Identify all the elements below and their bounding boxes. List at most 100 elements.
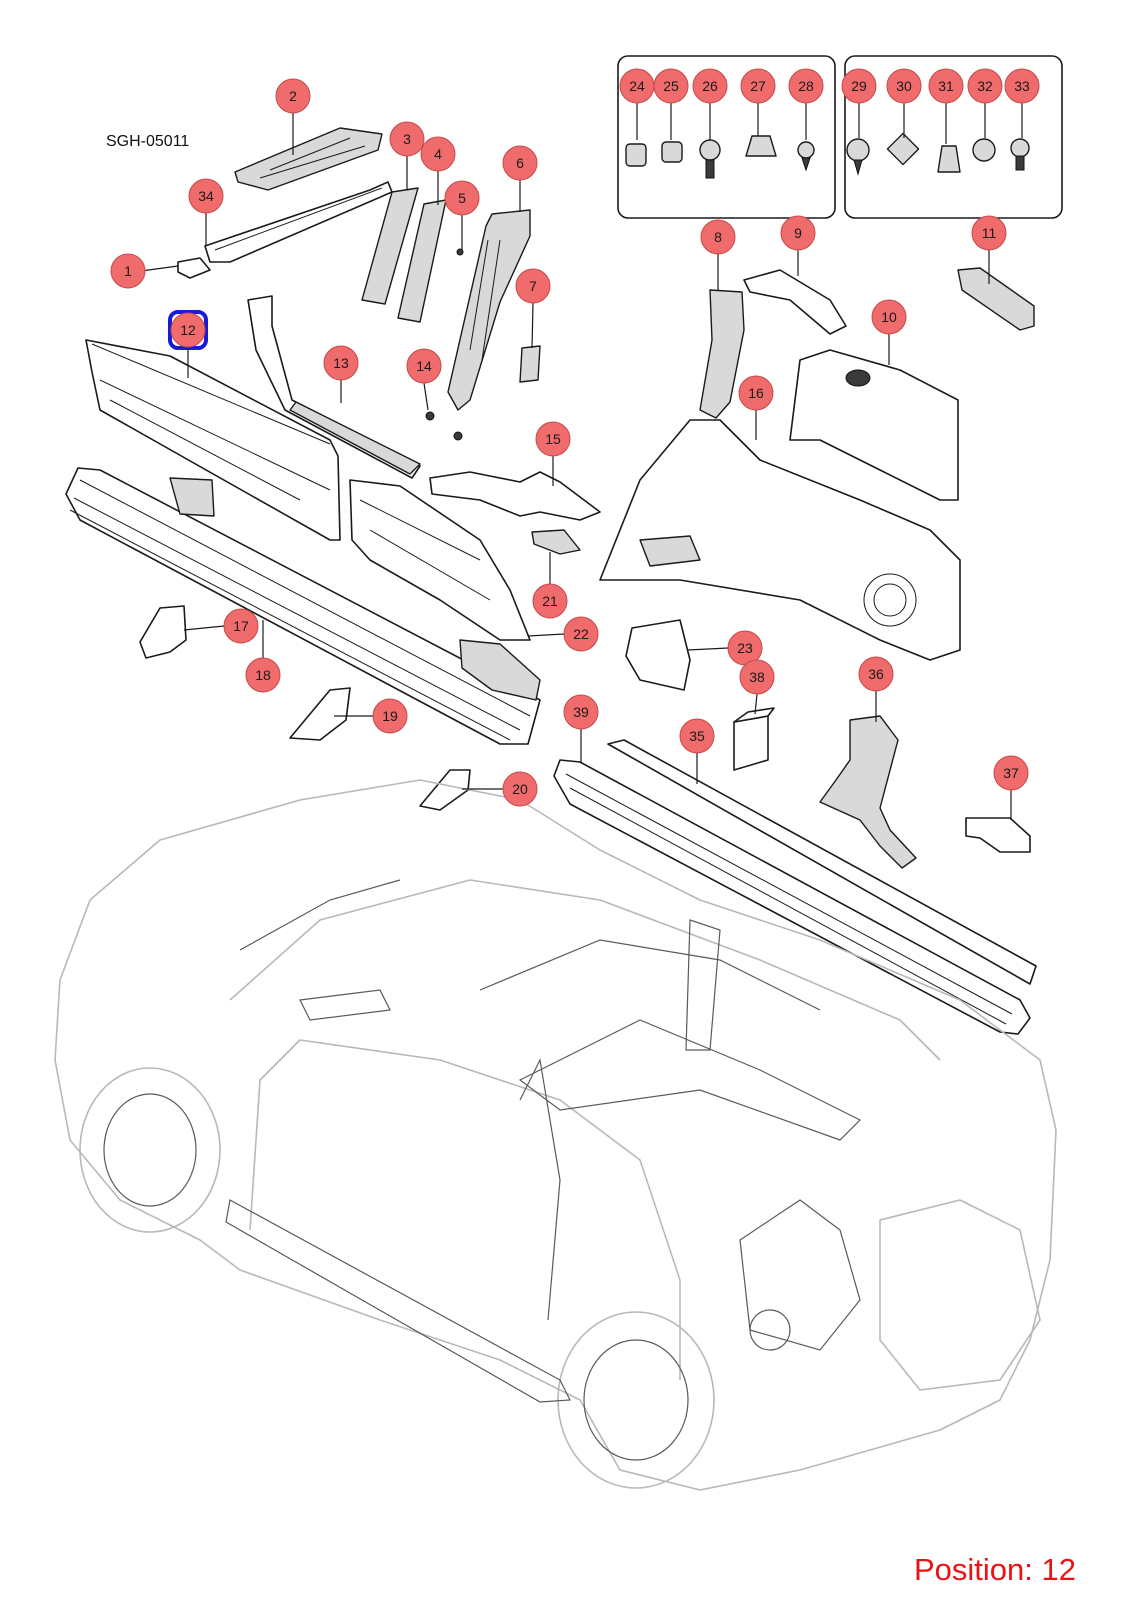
callout-number: 9 bbox=[794, 225, 802, 241]
callout-number: 25 bbox=[663, 78, 679, 94]
callout-3[interactable]: 3 bbox=[389, 121, 425, 157]
selected-callout-highlight bbox=[168, 310, 208, 350]
callout-35[interactable]: 35 bbox=[679, 718, 715, 754]
callout-4[interactable]: 4 bbox=[420, 136, 456, 172]
callout-10[interactable]: 10 bbox=[871, 299, 907, 335]
callout-37[interactable]: 37 bbox=[993, 755, 1029, 791]
callout-number: 36 bbox=[868, 666, 884, 682]
fastener-box-left bbox=[617, 55, 836, 219]
callout-number: 31 bbox=[938, 78, 954, 94]
callout-circle bbox=[515, 268, 551, 304]
leader-lines bbox=[140, 103, 1023, 820]
callout-1[interactable]: 1 bbox=[110, 253, 146, 289]
callout-number: 11 bbox=[982, 225, 997, 241]
callout-number: 33 bbox=[1014, 78, 1030, 94]
callout-number: 10 bbox=[881, 309, 897, 325]
callout-circle bbox=[532, 583, 568, 619]
callout-18[interactable]: 18 bbox=[245, 657, 281, 693]
callout-number: 32 bbox=[977, 78, 993, 94]
callout-circle bbox=[275, 78, 311, 114]
callout-12[interactable]: 12 bbox=[168, 310, 208, 350]
callout-29[interactable]: 29 bbox=[841, 68, 877, 104]
callout-circle bbox=[788, 68, 824, 104]
callout-number: 13 bbox=[333, 355, 349, 371]
callout-30[interactable]: 30 bbox=[886, 68, 922, 104]
callout-7[interactable]: 7 bbox=[515, 268, 551, 304]
callout-22[interactable]: 22 bbox=[563, 616, 599, 652]
callout-38[interactable]: 38 bbox=[739, 659, 775, 695]
callout-39[interactable]: 39 bbox=[563, 694, 599, 730]
callout-circle bbox=[110, 253, 146, 289]
callout-21[interactable]: 21 bbox=[532, 583, 568, 619]
callout-26[interactable]: 26 bbox=[692, 68, 728, 104]
callout-number: 26 bbox=[702, 78, 718, 94]
callout-13[interactable]: 13 bbox=[323, 345, 359, 381]
callout-circle bbox=[679, 718, 715, 754]
callout-number: 34 bbox=[198, 188, 214, 204]
position-label: Position: 12 bbox=[914, 1552, 1076, 1587]
callout-circle bbox=[444, 180, 480, 216]
callout-20[interactable]: 20 bbox=[502, 771, 538, 807]
callout-32[interactable]: 32 bbox=[967, 68, 1003, 104]
callout-circle bbox=[971, 215, 1007, 251]
callout-number: 23 bbox=[737, 640, 753, 656]
callout-circle bbox=[170, 312, 206, 348]
callout-15[interactable]: 15 bbox=[535, 421, 571, 457]
callout-circle bbox=[563, 694, 599, 730]
callout-number: 4 bbox=[434, 146, 442, 162]
callout-circle bbox=[886, 68, 922, 104]
callout-circle bbox=[700, 219, 736, 255]
callout-34[interactable]: 34 bbox=[188, 178, 224, 214]
callout-number: 7 bbox=[529, 278, 537, 294]
callout-11[interactable]: 11 bbox=[971, 215, 1007, 251]
callout-number: 22 bbox=[573, 626, 589, 642]
callout-number: 14 bbox=[416, 358, 432, 374]
callout-31[interactable]: 31 bbox=[928, 68, 964, 104]
callout-circle bbox=[653, 68, 689, 104]
callout-14[interactable]: 14 bbox=[406, 348, 442, 384]
callout-circle bbox=[502, 771, 538, 807]
callout-circle bbox=[871, 299, 907, 335]
diagram-code: SGH-05011 bbox=[106, 133, 189, 150]
callout-number: 28 bbox=[798, 78, 814, 94]
callout-number: 19 bbox=[382, 708, 398, 724]
callout-circle bbox=[780, 215, 816, 251]
callout-8[interactable]: 8 bbox=[700, 219, 736, 255]
callout-6[interactable]: 6 bbox=[502, 145, 538, 181]
callout-number: 2 bbox=[289, 88, 297, 104]
callout-number: 8 bbox=[714, 229, 722, 245]
callout-circle bbox=[738, 375, 774, 411]
callout-number: 30 bbox=[896, 78, 912, 94]
callout-28[interactable]: 28 bbox=[788, 68, 824, 104]
part-drawings bbox=[65, 127, 1037, 1035]
callout-circle bbox=[188, 178, 224, 214]
callout-36[interactable]: 36 bbox=[858, 656, 894, 692]
callout-24[interactable]: 24 bbox=[619, 68, 655, 104]
callout-2[interactable]: 2 bbox=[275, 78, 311, 114]
callout-circle bbox=[841, 68, 877, 104]
callout-circle bbox=[967, 68, 1003, 104]
callout-circle bbox=[389, 121, 425, 157]
callout-25[interactable]: 25 bbox=[653, 68, 689, 104]
callout-19[interactable]: 19 bbox=[372, 698, 408, 734]
callout-number: 16 bbox=[748, 385, 764, 401]
callout-circle bbox=[993, 755, 1029, 791]
callout-27[interactable]: 27 bbox=[740, 68, 776, 104]
callout-circle bbox=[563, 616, 599, 652]
callout-circle bbox=[420, 136, 456, 172]
callout-number: 15 bbox=[545, 431, 561, 447]
callout-number: 38 bbox=[749, 669, 765, 685]
callout-17[interactable]: 17 bbox=[223, 608, 259, 644]
callout-number: 18 bbox=[255, 667, 271, 683]
callout-number: 39 bbox=[573, 704, 589, 720]
callout-circle bbox=[372, 698, 408, 734]
callout-circle bbox=[1004, 68, 1040, 104]
callout-number: 35 bbox=[689, 728, 705, 744]
callout-33[interactable]: 33 bbox=[1004, 68, 1040, 104]
callout-5[interactable]: 5 bbox=[444, 180, 480, 216]
callout-number: 17 bbox=[233, 618, 249, 634]
callout-9[interactable]: 9 bbox=[780, 215, 816, 251]
callout-16[interactable]: 16 bbox=[738, 375, 774, 411]
callout-circle bbox=[323, 345, 359, 381]
